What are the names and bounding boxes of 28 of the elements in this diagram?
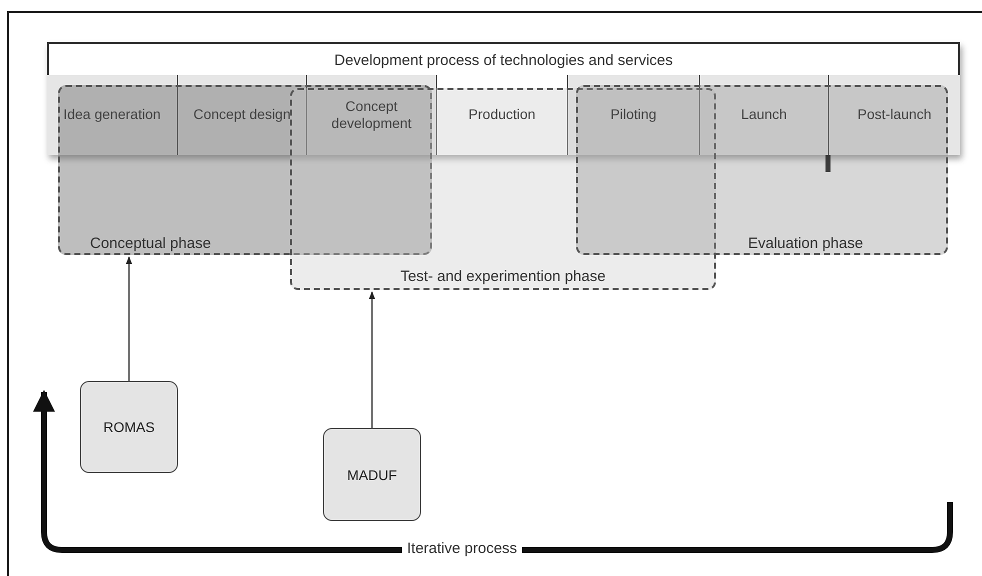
stage-cell <box>568 75 700 155</box>
phase-region <box>576 85 948 255</box>
stage-cell <box>437 75 568 155</box>
arrow <box>126 256 132 381</box>
stage-cell <box>178 75 307 155</box>
stage-cell <box>829 75 960 155</box>
method-label: MADUF <box>347 466 397 482</box>
stage-cell <box>700 75 829 155</box>
phase-label: Conceptual phase <box>90 235 211 252</box>
stage-cell <box>47 75 178 155</box>
stage-label: Post-launch <box>858 106 932 124</box>
stage-cell <box>307 75 437 155</box>
stage-label: Concept development <box>330 98 413 132</box>
phase-region <box>58 85 432 255</box>
method-box <box>323 428 421 521</box>
phase-label: Evaluation phase <box>748 235 864 252</box>
process-table <box>47 42 960 155</box>
phase-label: Test- and experimention phase <box>399 268 607 285</box>
stage-label: Production <box>468 106 536 124</box>
stage-label: Concept design <box>193 106 291 124</box>
stage-label: Idea generation <box>63 106 161 124</box>
stage-label: Piloting <box>610 106 656 124</box>
phase-region <box>290 88 716 290</box>
method-label: ROMAS <box>103 419 155 435</box>
arrow-label: Iterative process <box>402 540 522 557</box>
stage-label: Launch <box>741 106 787 124</box>
arrow <box>368 291 376 428</box>
method-box <box>80 381 178 473</box>
